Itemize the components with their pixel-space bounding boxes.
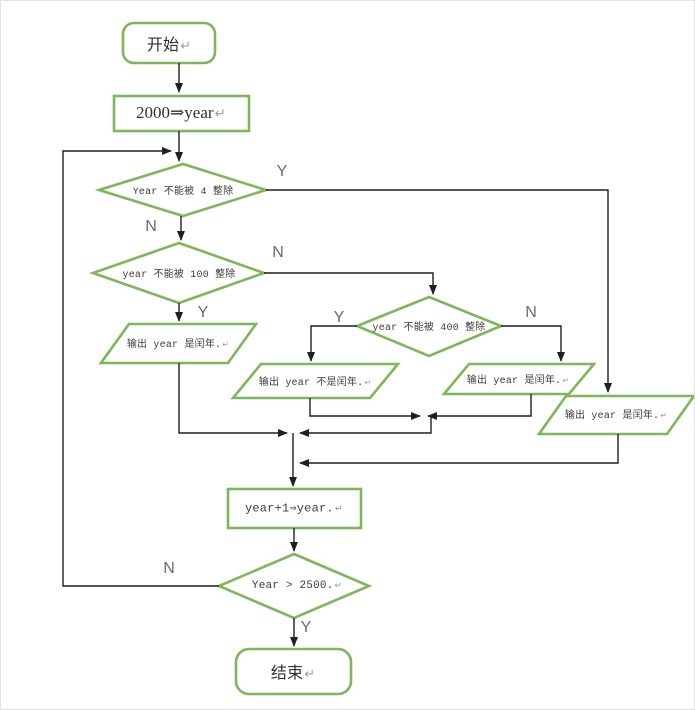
edge-div100-no <box>264 272 437 295</box>
node-output-leap-right-text: 输出 year 是闰年. <box>564 411 660 422</box>
branch-label-div400-no: N <box>525 304 537 321</box>
node-check-year2500-text: Year > 2500. <box>251 580 334 592</box>
node-start-text: 开始 <box>146 37 180 54</box>
paragraph-mark: ↵ <box>214 106 226 122</box>
node-check-div4: Year 不能被 4 整除 <box>133 182 234 198</box>
node-increment-text: year+1⇒year. <box>244 501 334 516</box>
node-end: 结束↵ <box>271 659 315 683</box>
io-output-leap-right-shape <box>536 394 694 436</box>
paragraph-mark: ↵ <box>364 378 372 387</box>
edge-leapleft-merge <box>178 363 288 437</box>
init-process-shape <box>112 94 251 133</box>
node-check-div4-text: Year 不能被 4 整除 <box>132 187 234 198</box>
node-output-leap-right: 输出 year 是闰年.↵ <box>565 406 667 422</box>
node-output-leap-left: 输出 year 是闰年.↵ <box>127 335 229 351</box>
edge-notleap-merge <box>309 398 421 420</box>
decision-div400-shape <box>353 295 505 358</box>
paragraph-mark: ↵ <box>334 581 343 591</box>
edge-div400-no <box>501 325 565 362</box>
start-terminator-shape <box>121 21 217 65</box>
paragraph-mark: ↵ <box>222 340 230 349</box>
paragraph-mark: ↵ <box>334 503 344 515</box>
branch-label-div4-no: N <box>145 218 157 235</box>
branch-label-div400-yes: Y <box>333 309 345 326</box>
branch-label-div100-no: N <box>272 244 284 261</box>
node-check-div400-text: year 不能被 400 整除 <box>372 323 486 334</box>
paragraph-mark: ↵ <box>660 411 668 420</box>
io-output-leap-left-shape <box>98 322 259 365</box>
io-output-not-leap-shape <box>230 362 401 400</box>
node-start: 开始↵ <box>147 31 191 55</box>
node-output-leap-left-text: 输出 year 是闰年. <box>126 340 222 351</box>
node-output-not-leap-text: 输出 year 不是闰年. <box>258 378 364 389</box>
node-check-div100: year 不能被 100 整除 <box>122 265 235 281</box>
node-output-leap-mid-text: 输出 year 是闰年. <box>466 376 562 387</box>
node-check-year2500: Year > 2500.↵ <box>252 580 342 592</box>
edge-leapmid-merge <box>427 394 532 420</box>
increment-process-shape <box>226 487 363 530</box>
node-end-text: 结束 <box>270 665 304 682</box>
node-output-not-leap: 输出 year 不是闰年.↵ <box>259 373 372 389</box>
edge-midjunction-merge <box>299 416 432 437</box>
node-check-div400: year 不能被 400 整除 <box>372 318 485 334</box>
node-init-text: 2000⇒year <box>136 103 214 122</box>
branch-label-div4-yes: Y <box>276 163 288 180</box>
decision-div4-shape <box>94 162 271 218</box>
io-output-leap-mid-shape <box>441 362 597 396</box>
edge-leapright-merge <box>299 434 619 467</box>
edge-div4-yes <box>266 189 612 393</box>
end-terminator-shape <box>234 647 353 696</box>
node-increment: year+1⇒year.↵ <box>245 501 343 516</box>
edge-year2500-no-loop <box>62 147 219 587</box>
paragraph-mark: ↵ <box>562 376 570 385</box>
branch-label-year2500-no: N <box>163 560 175 577</box>
node-init: 2000⇒year↵ <box>136 103 226 123</box>
paragraph-mark: ↵ <box>304 667 316 682</box>
node-check-div100-text: year 不能被 100 整除 <box>122 270 236 281</box>
edge-div400-yes <box>307 325 357 362</box>
node-output-leap-mid: 输出 year 是闰年.↵ <box>467 371 569 387</box>
paragraph-mark: ↵ <box>180 39 192 54</box>
branch-label-year2500-yes: Y <box>300 619 312 636</box>
branch-label-div100-yes: Y <box>197 304 209 321</box>
